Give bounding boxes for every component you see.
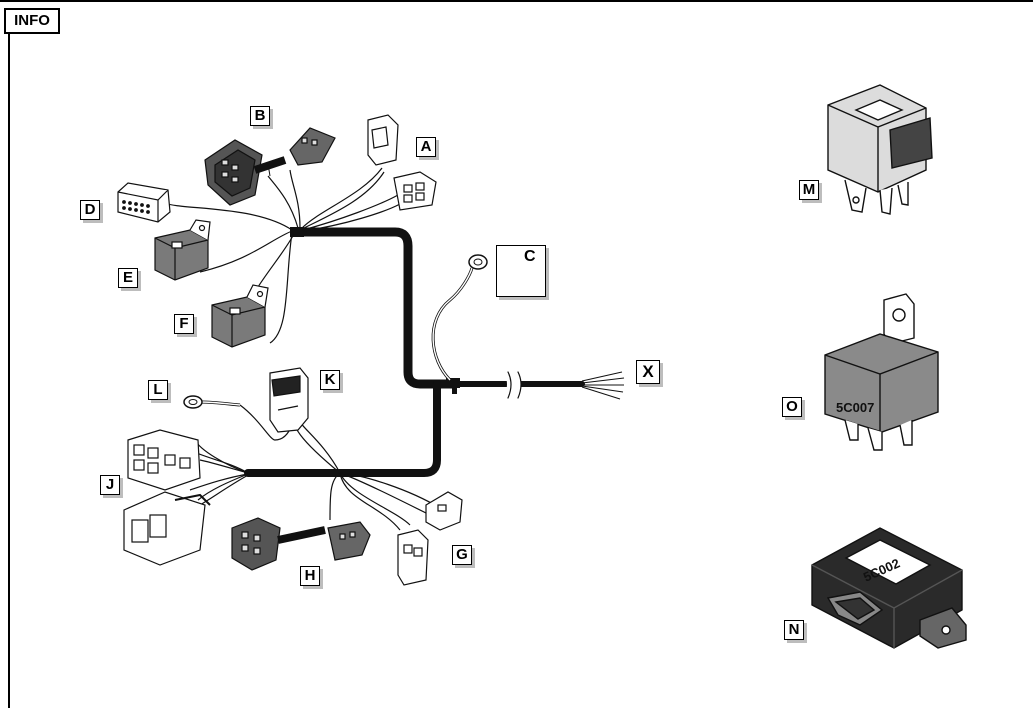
relay-m (827, 84, 933, 215)
ground-label-box: C (496, 245, 546, 297)
label-k: K (320, 370, 340, 390)
harness-trunk (244, 227, 585, 477)
relay-o (824, 293, 939, 451)
label-f: F (174, 314, 194, 334)
module-n (811, 527, 967, 649)
info-badge: INFO (4, 8, 60, 34)
lower-branch-wires (189, 404, 441, 531)
connector-b (204, 127, 336, 206)
label-o: O (782, 397, 802, 417)
label-j: J (100, 475, 120, 495)
label-x: X (636, 360, 660, 384)
wire-ends (581, 371, 625, 400)
label-a: A (416, 137, 436, 157)
label-b: B (250, 106, 270, 126)
label-c: C (524, 248, 536, 265)
connector-d (117, 182, 171, 223)
connector-k (269, 367, 309, 433)
label-g: G (452, 545, 472, 565)
connector-g (397, 491, 463, 586)
label-d: D (80, 200, 100, 220)
relay-e (154, 219, 211, 281)
label-h: H (300, 566, 320, 586)
label-m: M (799, 180, 819, 200)
label-l: L (148, 380, 168, 400)
label-e: E (118, 268, 138, 288)
harness-clamp (446, 378, 460, 388)
connector-h (231, 517, 371, 571)
label-n: N (784, 620, 804, 640)
connector-j (123, 429, 211, 566)
relay-o-code: 5C007 (836, 400, 874, 415)
relay-f (211, 284, 269, 348)
harness-clamp (290, 227, 304, 237)
connector-a (367, 114, 437, 211)
